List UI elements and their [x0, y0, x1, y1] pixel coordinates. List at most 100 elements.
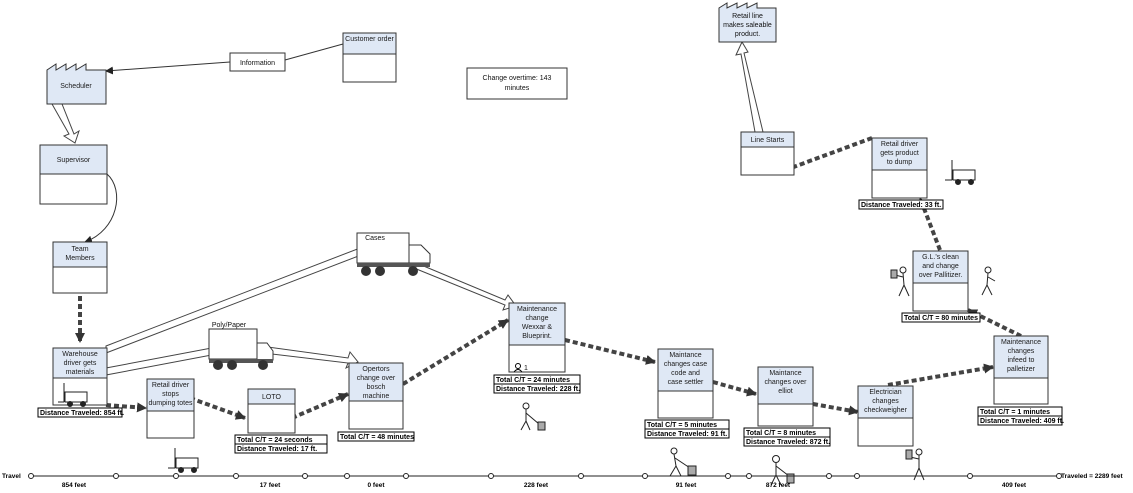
operators-line-2: change over — [357, 375, 396, 382]
gl-clean-line-1: G.L.'s clean — [922, 254, 959, 261]
case-code-line-2: changes case — [664, 361, 707, 368]
information-label: Information — [240, 60, 275, 67]
line-starts-box: Line Starts — [740, 131, 795, 176]
process-infeed: Maintenance changes infeed to palletizer… — [977, 335, 1064, 426]
elliot-line-1: Maintance — [769, 370, 801, 377]
timeline-segment: 872 feet — [766, 482, 791, 489]
scheduler-label: Scheduler — [60, 83, 92, 90]
case-code-distance: Distance Traveled: 91 ft. — [647, 431, 727, 438]
warehouse-distance: Distance Traveled: 854 ft. — [40, 410, 124, 417]
electrician-line-3: checkweigher — [864, 407, 907, 414]
worker-icon — [890, 266, 910, 297]
process-retail-dump: Retail driver gets product to dump Dista… — [858, 137, 944, 210]
line-starts-label: Line Starts — [751, 137, 785, 144]
timeline-segment: 228 feet — [524, 482, 549, 489]
operators-line-1: Opertors — [362, 366, 390, 373]
change-overtime-line-2: minutes — [505, 85, 530, 92]
timeline-segment: 91 feet — [676, 482, 697, 489]
worker-icon — [981, 266, 996, 296]
infeed-line-2: changes — [1008, 348, 1035, 355]
polypaper-label: Poly/Paper — [212, 322, 247, 329]
retail-line-line-1: Retail line — [732, 13, 763, 20]
truck-polypaper: Poly/Paper — [208, 322, 274, 370]
timeline-segment: 17 feet — [260, 482, 281, 489]
forklift-icon — [58, 383, 88, 407]
process-elliot: Maintance changes over elliot Total C/T … — [743, 366, 831, 447]
loto-ct: Total C/T = 24 seconds — [237, 437, 313, 444]
warehouse-line-1: Warehouse — [62, 351, 98, 358]
team-members-line-2: Members — [65, 255, 95, 262]
case-code-line-3: code and — [671, 370, 700, 377]
gl-clean-line-2: and change — [922, 263, 959, 270]
process-retail-stops: Retail driver stops dumping totes — [146, 378, 195, 439]
worker-icon — [770, 455, 795, 486]
retail-stops-line-1: Retail driver — [152, 382, 190, 389]
process-warehouse: Warehouse driver gets materials Distance… — [37, 347, 124, 418]
customer-order-label: Customer order — [345, 36, 394, 43]
infeed-line-1: Maintenance — [1001, 339, 1041, 346]
wexxar-line-2: change — [526, 315, 549, 322]
retail-line-factory: Retail line makes saleable product. — [718, 2, 777, 43]
operators-line-4: machine — [363, 393, 390, 400]
team-members-line-1: Team — [71, 246, 88, 253]
operators-line-3: bosch — [367, 384, 386, 391]
process-electrician: Electrician changes checkweigher — [857, 385, 914, 447]
warehouse-line-3: materials — [66, 369, 95, 376]
timeline-end-label: Traveled = 2289 feet — [1061, 473, 1123, 480]
retail-dump-line-3: to dump — [887, 159, 912, 166]
forklift-icon — [945, 160, 976, 185]
infeed-ct: Total C/T = 1 minutes — [980, 409, 1050, 416]
case-code-ct: Total C/T = 5 minutes — [647, 422, 717, 429]
infeed-distance: Distance Traveled: 409 ft. — [980, 418, 1064, 425]
worker-icon — [669, 447, 697, 477]
timeline-start-label: Travel — [2, 473, 21, 480]
operator-icon — [513, 363, 523, 373]
truck-cases: Cases — [356, 232, 431, 276]
process-operators: Opertors change over bosch machine Total… — [337, 362, 415, 442]
retail-stops-line-2: stops — [162, 391, 179, 398]
loto-label: LOTO — [262, 394, 281, 401]
worker-icons — [520, 266, 996, 486]
case-code-line-1: Maintance — [669, 352, 701, 359]
elliot-line-2: changes over — [764, 379, 807, 386]
retail-dump-line-2: gets product — [880, 150, 919, 157]
supervisor-box: Supervisor — [39, 144, 108, 205]
worker-icon — [520, 402, 546, 431]
push-arrows — [75, 136, 1022, 420]
change-overtime-box: Change overtime: 143 minutes — [466, 67, 568, 100]
information-box: Information — [229, 52, 286, 72]
wexxar-line-4: Blueprint. — [522, 333, 552, 340]
process-maintenance-wexxar: Maintenance change Wexxar & Blueprint. 1… — [493, 302, 581, 394]
elliot-distance: Distance Traveled: 872 ft. — [746, 439, 830, 446]
retail-line-line-3: product. — [735, 31, 760, 38]
retail-stops-line-3: dumping totes — [149, 400, 193, 407]
cases-label: Cases — [365, 235, 385, 242]
forklift-icons — [58, 160, 976, 473]
warehouse-line-2: driver gets — [64, 360, 97, 367]
retail-dump-line-1: Retail driver — [881, 141, 919, 148]
case-code-line-4: case settler — [668, 379, 704, 386]
loto-distance: Distance Traveled: 17 ft. — [237, 446, 317, 453]
information-arrows — [84, 43, 344, 244]
elliot-ct: Total C/T = 8 minutes — [746, 430, 816, 437]
electrician-line-2: changes — [872, 398, 899, 405]
gl-clean-line-3: over Pallitizer. — [919, 272, 963, 279]
forklift-icon — [168, 448, 199, 473]
operators-ct: Total C/T = 48 minutes — [340, 434, 414, 441]
customer-order-box: Customer order — [342, 32, 397, 83]
process-gl-clean: G.L.'s clean and change over Pallitizer.… — [901, 250, 981, 323]
worker-icon — [905, 448, 925, 481]
timeline-segment: 409 feet — [1002, 482, 1027, 489]
gl-clean-ct: Total C/T = 80 minutes — [904, 315, 978, 322]
infeed-line-3: infeed to — [1008, 357, 1035, 364]
hollow-arrows — [51, 40, 764, 376]
timeline-segment: 854 feet — [62, 482, 87, 489]
infeed-line-4: palletizer — [1007, 366, 1036, 373]
process-case-code: Maintance changes case code and case set… — [644, 348, 730, 439]
supervisor-label: Supervisor — [57, 157, 91, 164]
wexxar-line-1: Maintenance — [517, 306, 557, 313]
change-overtime-line-1: Change overtime: 143 — [483, 75, 552, 82]
timeline: Travel Traveled = 2289 feet 854 feet 17 … — [2, 473, 1123, 489]
team-members-box: Team Members — [52, 241, 108, 294]
